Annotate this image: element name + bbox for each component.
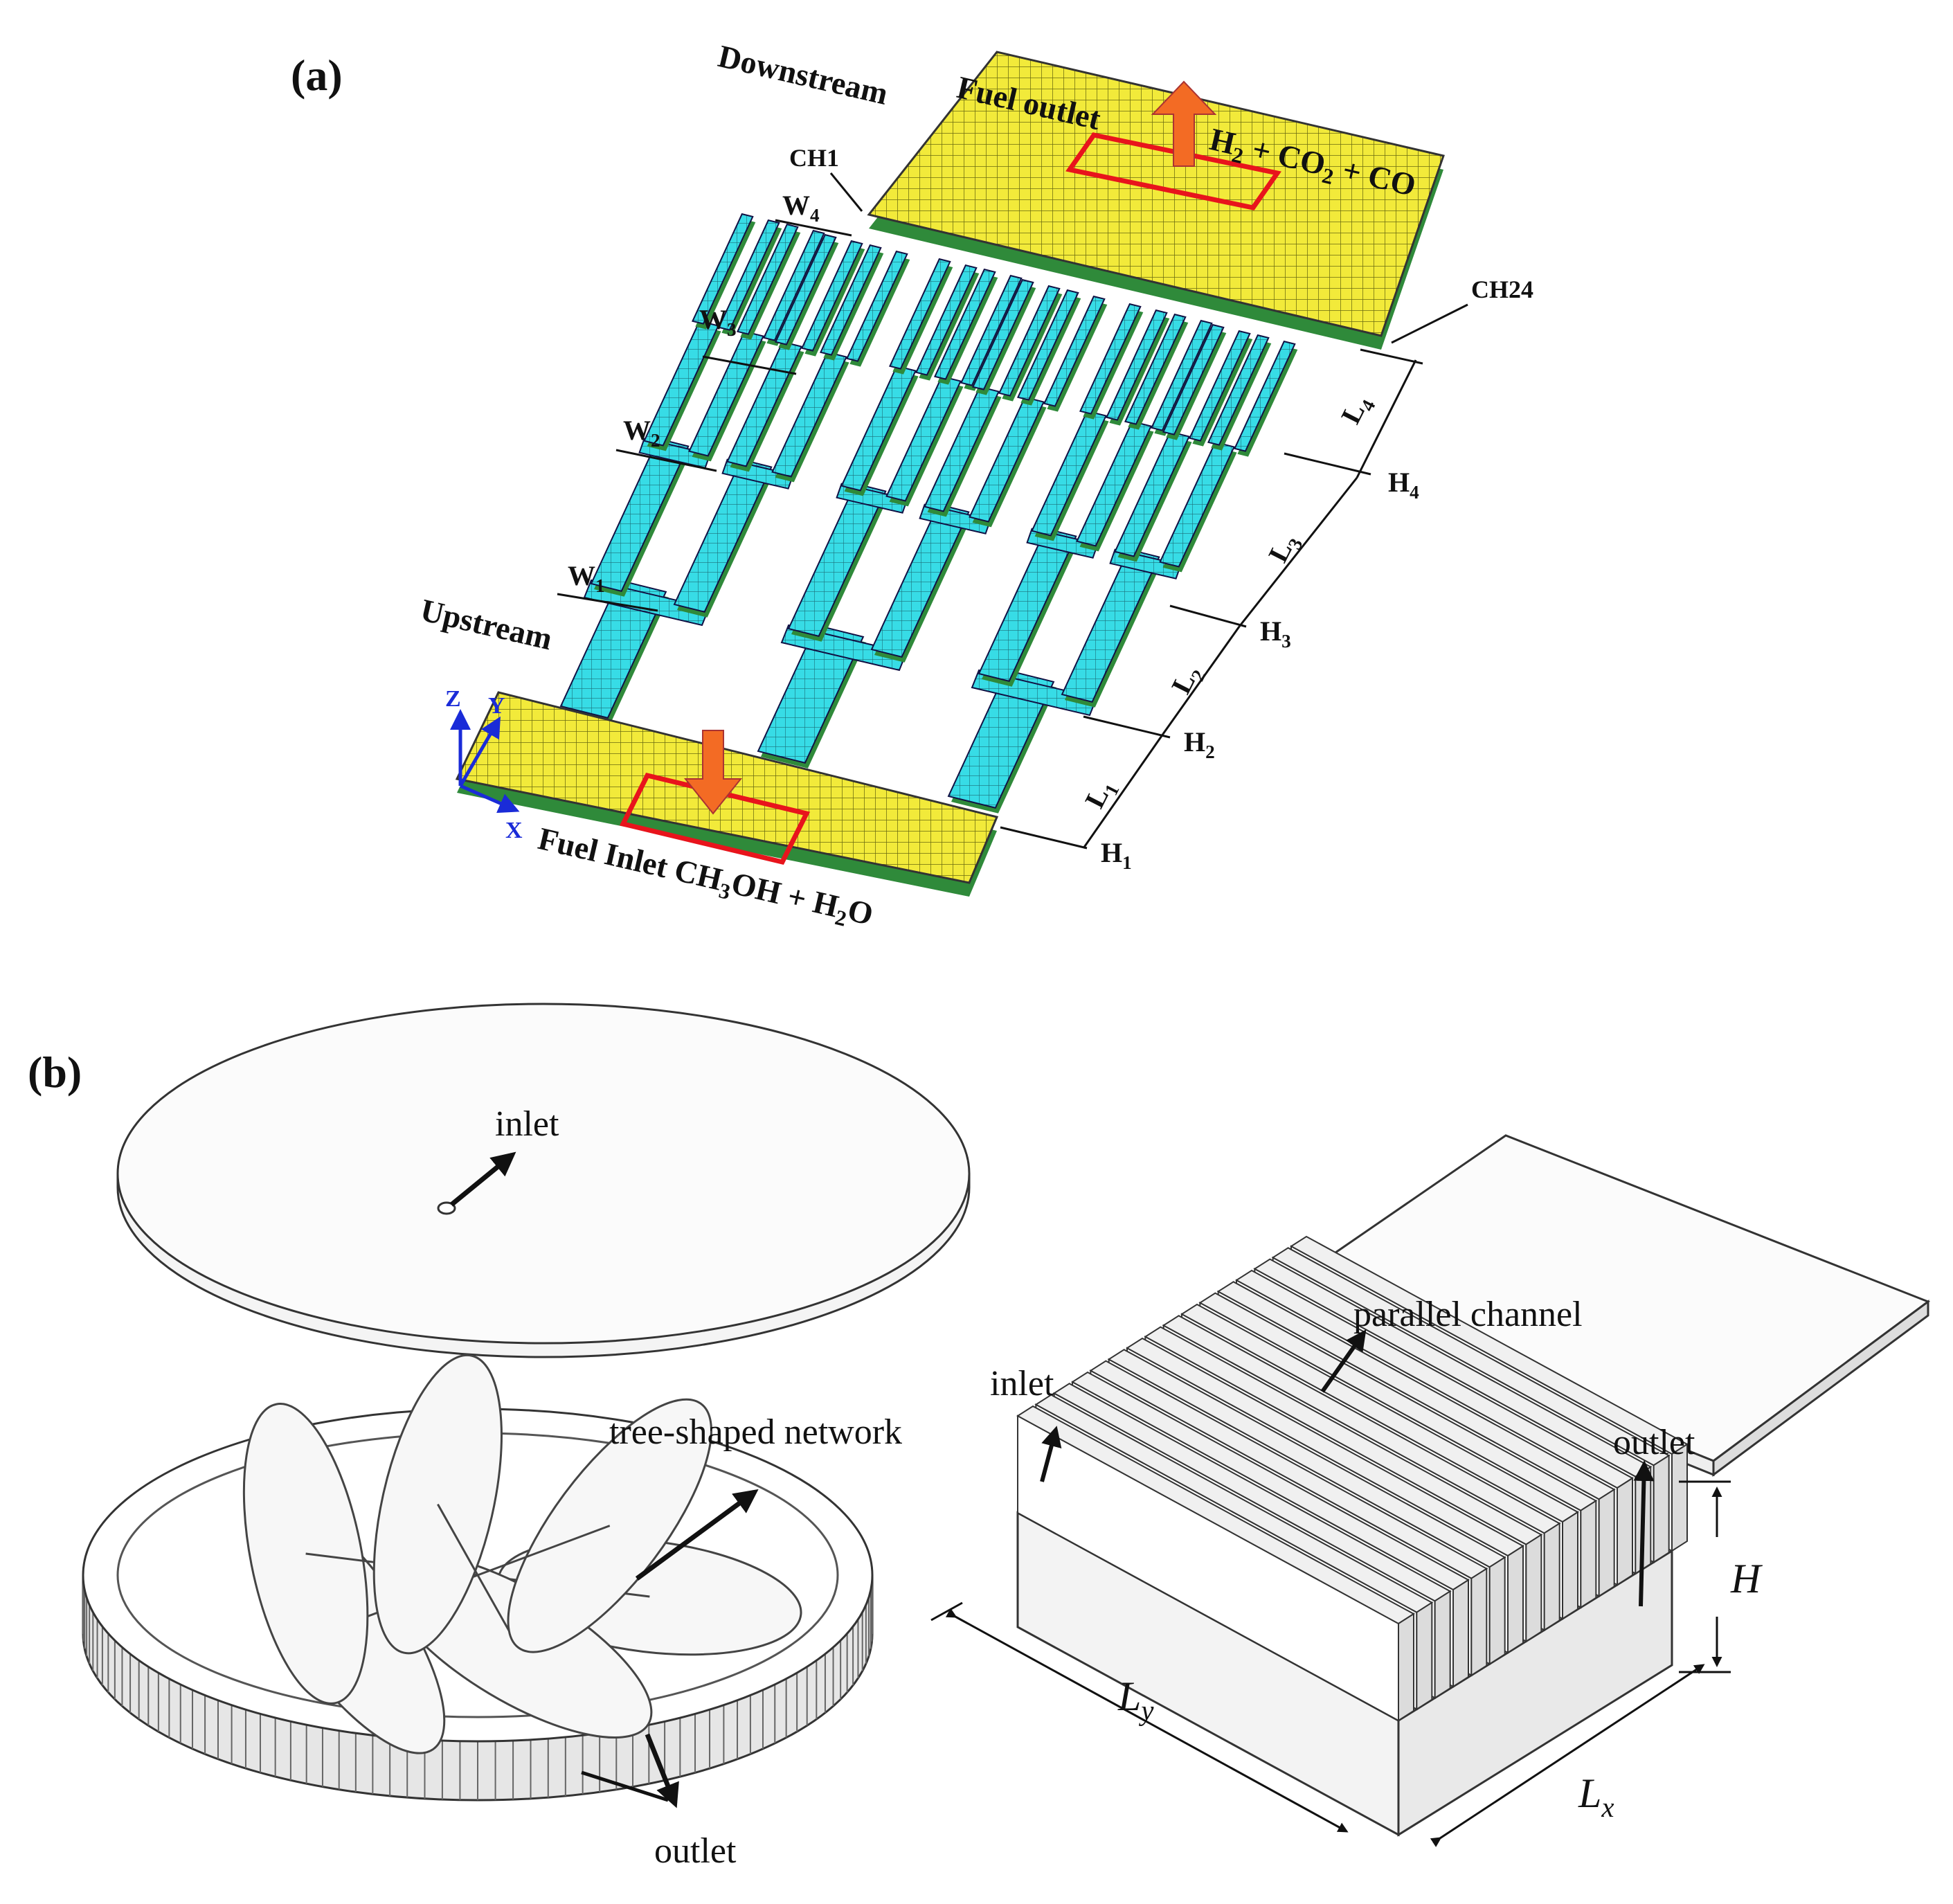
branch-channel-level3 [643, 320, 719, 447]
branch-channel-level4 [800, 240, 863, 352]
branch-channel-level4 [1124, 313, 1187, 425]
branch-channel-level4 [691, 213, 754, 325]
trunk-channel [559, 579, 667, 719]
parallel-inlet-label: inlet [990, 1364, 1054, 1403]
disk-inlet-hole [437, 1201, 456, 1215]
panel-b: (b) inlet tree-shaped network outlet [28, 1003, 1931, 1871]
panel-b-label: (b) [28, 1048, 82, 1097]
dim-ly-label: Ly [1117, 1673, 1154, 1726]
branch-channel-level2 [1061, 548, 1160, 703]
branch-channel-level4 [915, 264, 978, 376]
upstream-label: Upstream [417, 592, 556, 656]
branch-channel-level2 [673, 458, 773, 613]
branch-channel-level3 [726, 341, 802, 467]
downstream-label: Downstream [715, 38, 892, 111]
h3-label: H3 [1260, 616, 1291, 652]
disk-cover: inlet [116, 1003, 971, 1358]
branch-channel-level3 [1076, 420, 1152, 547]
branch-channel-level4 [819, 244, 882, 356]
branch-channel-level3 [688, 330, 764, 457]
branch-channel-level3 [1159, 441, 1235, 568]
outlet-flow-arrow-icon [1151, 80, 1217, 167]
branch-channel-level4 [1079, 303, 1142, 415]
branch-channel-level4 [1016, 289, 1079, 401]
branch-channel-level3 [771, 351, 847, 478]
branch-channel-level4 [845, 250, 908, 362]
branch-channel-level2 [870, 503, 970, 658]
l2-label: L2 [1165, 660, 1210, 701]
branch-channel-level2 [978, 528, 1077, 682]
panel-a-label: (a) [291, 51, 343, 100]
disk-inlet-label: inlet [495, 1104, 559, 1144]
parallel-outlet-label: outlet [1613, 1423, 1695, 1462]
branch-channel-level2 [787, 483, 887, 637]
ch24-label: CH24 [1471, 276, 1533, 303]
disk-outlet-label: outlet [654, 1831, 737, 1871]
h1-label: H1 [1101, 837, 1132, 873]
length-dimensions: L4 H4 L3 H3 L2 H2 L1 H1 [1000, 348, 1423, 873]
branch-channel-level4 [888, 258, 951, 370]
dim-lx-label: Lx [1578, 1770, 1614, 1823]
l1-label: L1 [1079, 774, 1124, 815]
outlet-region-box [1065, 132, 1281, 210]
outlet-manifold [867, 51, 1445, 350]
branch-channel-level3 [840, 365, 917, 492]
panel-a: (a) Z Y X Downstream [291, 38, 1533, 932]
branch-channel-level4 [960, 274, 1023, 386]
inlet-flow-arrow-icon [683, 730, 743, 815]
axis-x-label: X [505, 818, 523, 843]
w4-label: W4 [782, 190, 820, 226]
channel-network [559, 213, 1298, 814]
branch-channel-level4 [1162, 323, 1225, 435]
l4-label: L4 [1335, 389, 1380, 431]
branch-channel-level4 [1207, 334, 1270, 446]
branch-channel-level4 [1233, 340, 1296, 452]
inlet-region-box [619, 772, 811, 865]
w3-label: W3 [699, 304, 737, 340]
branch-channel-level2 [590, 438, 690, 592]
branch-channel-level4 [998, 285, 1061, 397]
branch-channel-level4 [933, 268, 996, 380]
branch-channel-level4 [971, 278, 1034, 390]
w2-label: W2 [623, 415, 660, 451]
ch1-label: CH1 [789, 144, 839, 172]
branch-channel-level4 [1043, 295, 1106, 407]
trunk-channel [757, 624, 865, 764]
h4-label: H4 [1388, 467, 1419, 503]
branch-channel-level4 [1150, 319, 1213, 431]
branch-channel-level3 [924, 386, 1000, 512]
axis-triad: Z Y X [445, 686, 523, 843]
parallel-channel-label: parallel channel [1353, 1295, 1583, 1334]
branch-channel-level3 [1031, 410, 1107, 537]
disk-tree-network: tree-shaped network outlet [82, 1354, 902, 1871]
axis-z-label: Z [445, 686, 461, 712]
tree-network-label: tree-shaped network [609, 1412, 902, 1452]
branch-channel-level4 [736, 223, 799, 335]
branch-channel-level4 [774, 233, 837, 345]
branch-channel-level3 [969, 396, 1045, 523]
w1-label: W1 [568, 560, 605, 596]
axis-y-label: Y [488, 693, 505, 719]
parallel-channel-module: parallel channel inlet outlet H Ly Lx [930, 1134, 1931, 1847]
trunk-channel [947, 669, 1055, 809]
h2-label: H2 [1184, 726, 1215, 762]
width-dimensions: W4 W3 W2 W1 [557, 190, 852, 612]
branch-channel-level3 [885, 375, 962, 502]
branch-channel-level4 [1188, 330, 1251, 442]
l3-label: L3 [1262, 528, 1307, 569]
dim-h-label: H [1730, 1556, 1763, 1601]
branch-channel-level4 [717, 219, 780, 331]
branch-channel-level4 [762, 229, 825, 341]
branch-channel-level3 [1114, 431, 1190, 557]
branch-channel-level4 [1105, 309, 1168, 421]
